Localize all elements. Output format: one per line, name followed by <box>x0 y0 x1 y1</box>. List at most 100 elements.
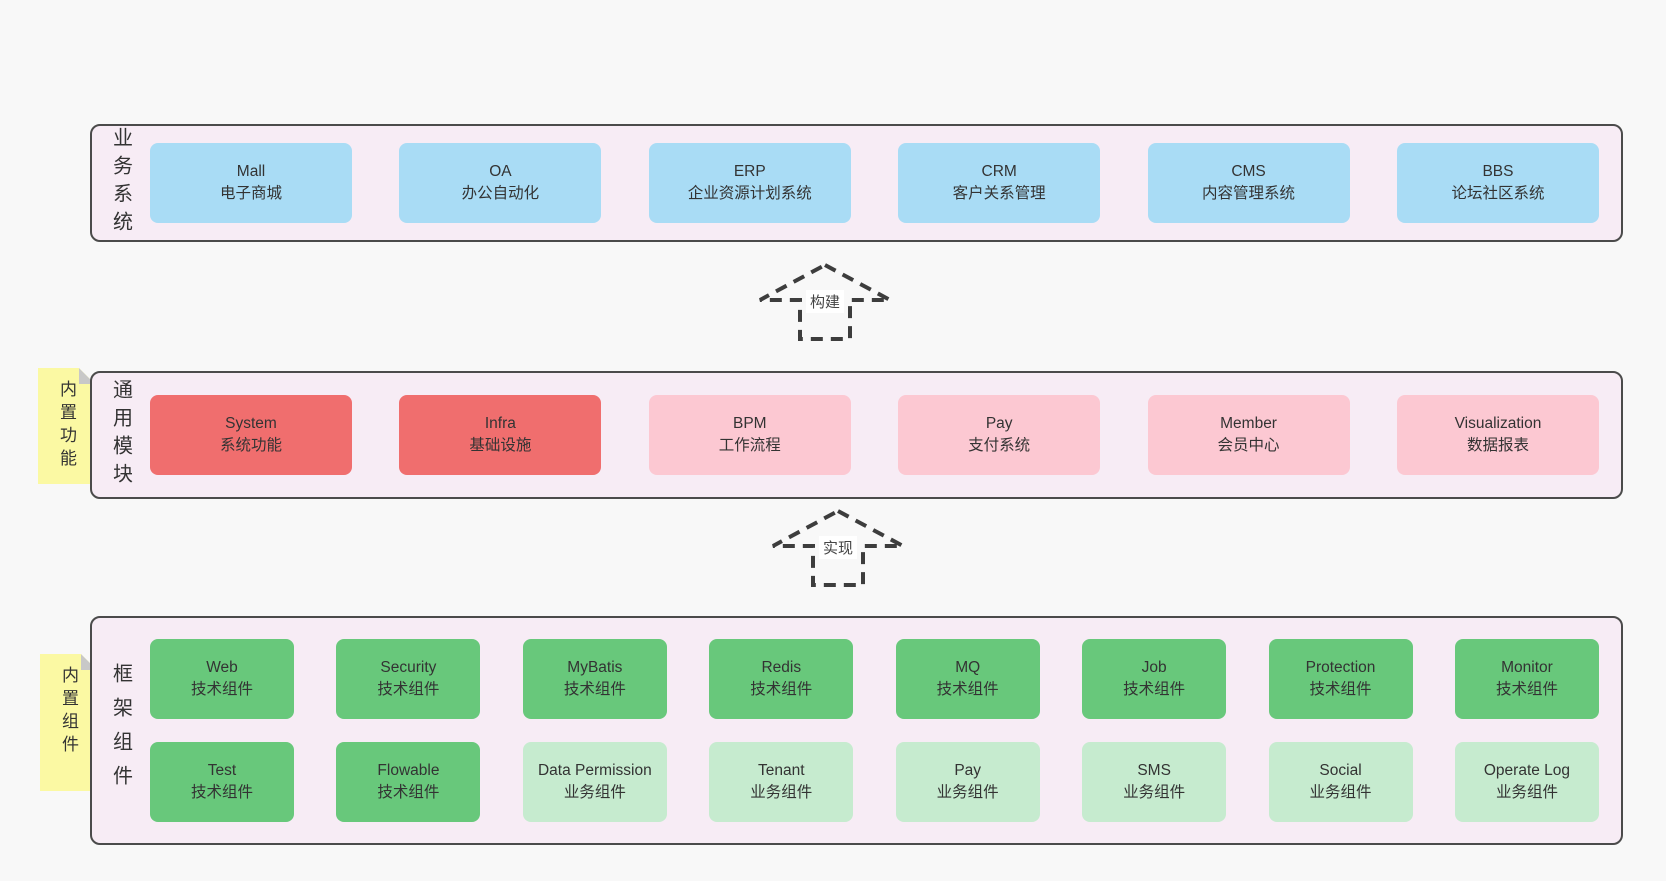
component-name: Security <box>380 659 437 676</box>
component-name: Social <box>1319 762 1362 779</box>
component-name: Protection <box>1305 659 1376 676</box>
component-name: CRM <box>981 163 1017 180</box>
dashed-up-arrow-icon <box>759 262 891 341</box>
component-row: Mall 电子商城 OA 办公自动化 ERP 企业资源计划系统 CRM 客户关系管理 CMS 内容… <box>150 143 1599 223</box>
component-desc: 办公自动化 <box>461 185 540 202</box>
component-desc: 业务组件 <box>1123 784 1186 801</box>
panel-label-framework-components: 框架组件 <box>109 662 132 799</box>
component-name: Pay <box>985 415 1013 432</box>
component-desc: 业务组件 <box>936 784 999 801</box>
component-desc: 技术组件 <box>190 784 253 801</box>
component-box-bpm: BPM 工作流程 <box>648 395 851 475</box>
component-box-flowable: Flowable 技术组件 <box>336 742 481 822</box>
component-name: CMS <box>1231 163 1266 180</box>
component-box-redis: Redis 技术组件 <box>709 639 854 719</box>
component-box-sms: SMS 业务组件 <box>1082 742 1227 822</box>
component-name: BBS <box>1482 163 1514 180</box>
component-name: System <box>225 415 277 432</box>
component-name: OA <box>489 163 512 180</box>
component-box-operate-log: Operate Log 业务组件 <box>1454 742 1599 822</box>
component-box-social: Social 业务组件 <box>1268 742 1413 822</box>
component-box-mall: Mall 电子商城 <box>150 143 352 223</box>
component-name: Pay <box>954 762 982 779</box>
arrow-implement: 实现 <box>770 508 906 588</box>
sticky-note-built-in-components: 内置组件 <box>40 654 97 791</box>
component-desc: 业务组件 <box>1495 784 1558 801</box>
component-desc: 支付系统 <box>968 437 1031 454</box>
component-name: Data Permission <box>537 762 652 779</box>
component-desc: 业务组件 <box>750 784 813 801</box>
component-name: Redis <box>761 659 802 676</box>
component-box-monitor: Monitor 技术组件 <box>1454 639 1599 719</box>
component-box-test: Test 技术组件 <box>150 742 294 822</box>
component-box-visualization: Visualization 数据报表 <box>1396 395 1599 475</box>
component-desc: 论坛社区系统 <box>1451 185 1545 202</box>
component-box-pay: Pay 业务组件 <box>895 742 1040 822</box>
arrow-implement-label: 实现 <box>818 536 858 559</box>
sticky-note-label: 内置功能 <box>57 380 76 472</box>
component-desc: 业务组件 <box>563 784 626 801</box>
component-box-tenant: Tenant 业务组件 <box>709 742 854 822</box>
component-name: ERP <box>733 163 766 180</box>
sticky-note-built-in-features: 内置功能 <box>38 368 95 484</box>
component-box-cms: CMS 内容管理系统 <box>1147 143 1350 223</box>
component-desc: 技术组件 <box>190 681 253 698</box>
component-box-infra: Infra 基础设施 <box>399 395 602 475</box>
arrow-build: 构建 <box>757 262 893 342</box>
component-desc: 基础设施 <box>469 437 532 454</box>
panel-business-systems: 业务系统 Mall 电子商城 OA 办公自动化 ERP 企业资源计划系统 CRM 客户关系管理… <box>90 124 1623 242</box>
component-desc: 会员中心 <box>1217 437 1280 454</box>
component-name: Web <box>206 659 238 676</box>
component-desc: 系统功能 <box>219 437 282 454</box>
component-desc: 内容管理系统 <box>1202 185 1296 202</box>
component-box-crm: CRM 客户关系管理 <box>898 143 1101 223</box>
panel-label-business-systems: 业务系统 <box>109 127 132 239</box>
component-box-system: System 系统功能 <box>150 395 352 475</box>
panel-boxes-business-systems: Mall 电子商城 OA 办公自动化 ERP 企业资源计划系统 CRM 客户关系管理 CMS 内容… <box>150 126 1621 240</box>
component-name: MyBatis <box>567 659 623 676</box>
component-desc: 技术组件 <box>1123 681 1186 698</box>
component-desc: 工作流程 <box>718 437 781 454</box>
component-name: Mall <box>236 163 266 180</box>
component-desc: 技术组件 <box>1309 681 1372 698</box>
component-name: Operate Log <box>1483 762 1571 779</box>
component-name: Flowable <box>377 762 440 779</box>
component-name: Monitor <box>1501 659 1553 676</box>
component-name: SMS <box>1137 762 1171 779</box>
component-desc: 技术组件 <box>750 681 813 698</box>
component-desc: 企业资源计划系统 <box>687 185 812 202</box>
component-desc: 客户关系管理 <box>952 185 1046 202</box>
component-box-job: Job 技术组件 <box>1082 639 1227 719</box>
component-name: Test <box>207 762 237 779</box>
component-name: Visualization <box>1454 415 1542 432</box>
component-box-data-permission: Data Permission 业务组件 <box>522 742 667 822</box>
component-desc: 数据报表 <box>1466 437 1529 454</box>
component-name: Job <box>1141 659 1167 676</box>
component-desc: 技术组件 <box>377 784 440 801</box>
component-desc: 电子商城 <box>219 185 282 202</box>
component-box-pay: Pay 支付系统 <box>898 395 1101 475</box>
component-box-mybatis: MyBatis 技术组件 <box>522 639 667 719</box>
component-desc: 技术组件 <box>563 681 626 698</box>
dashed-up-arrow-icon <box>772 508 904 587</box>
component-desc: 技术组件 <box>1495 681 1558 698</box>
component-name: Infra <box>484 415 516 432</box>
component-box-web: Web 技术组件 <box>150 639 294 719</box>
component-box-erp: ERP 企业资源计划系统 <box>648 143 851 223</box>
component-name: BPM <box>732 415 767 432</box>
component-name: Tenant <box>757 762 805 779</box>
component-desc: 业务组件 <box>1309 784 1372 801</box>
component-name: MQ <box>955 659 981 676</box>
arrow-build-label: 构建 <box>805 290 845 313</box>
component-box-protection: Protection 技术组件 <box>1268 639 1413 719</box>
sticky-note-label: 内置组件 <box>59 666 78 758</box>
component-box-bbs: BBS 论坛社区系统 <box>1396 143 1599 223</box>
